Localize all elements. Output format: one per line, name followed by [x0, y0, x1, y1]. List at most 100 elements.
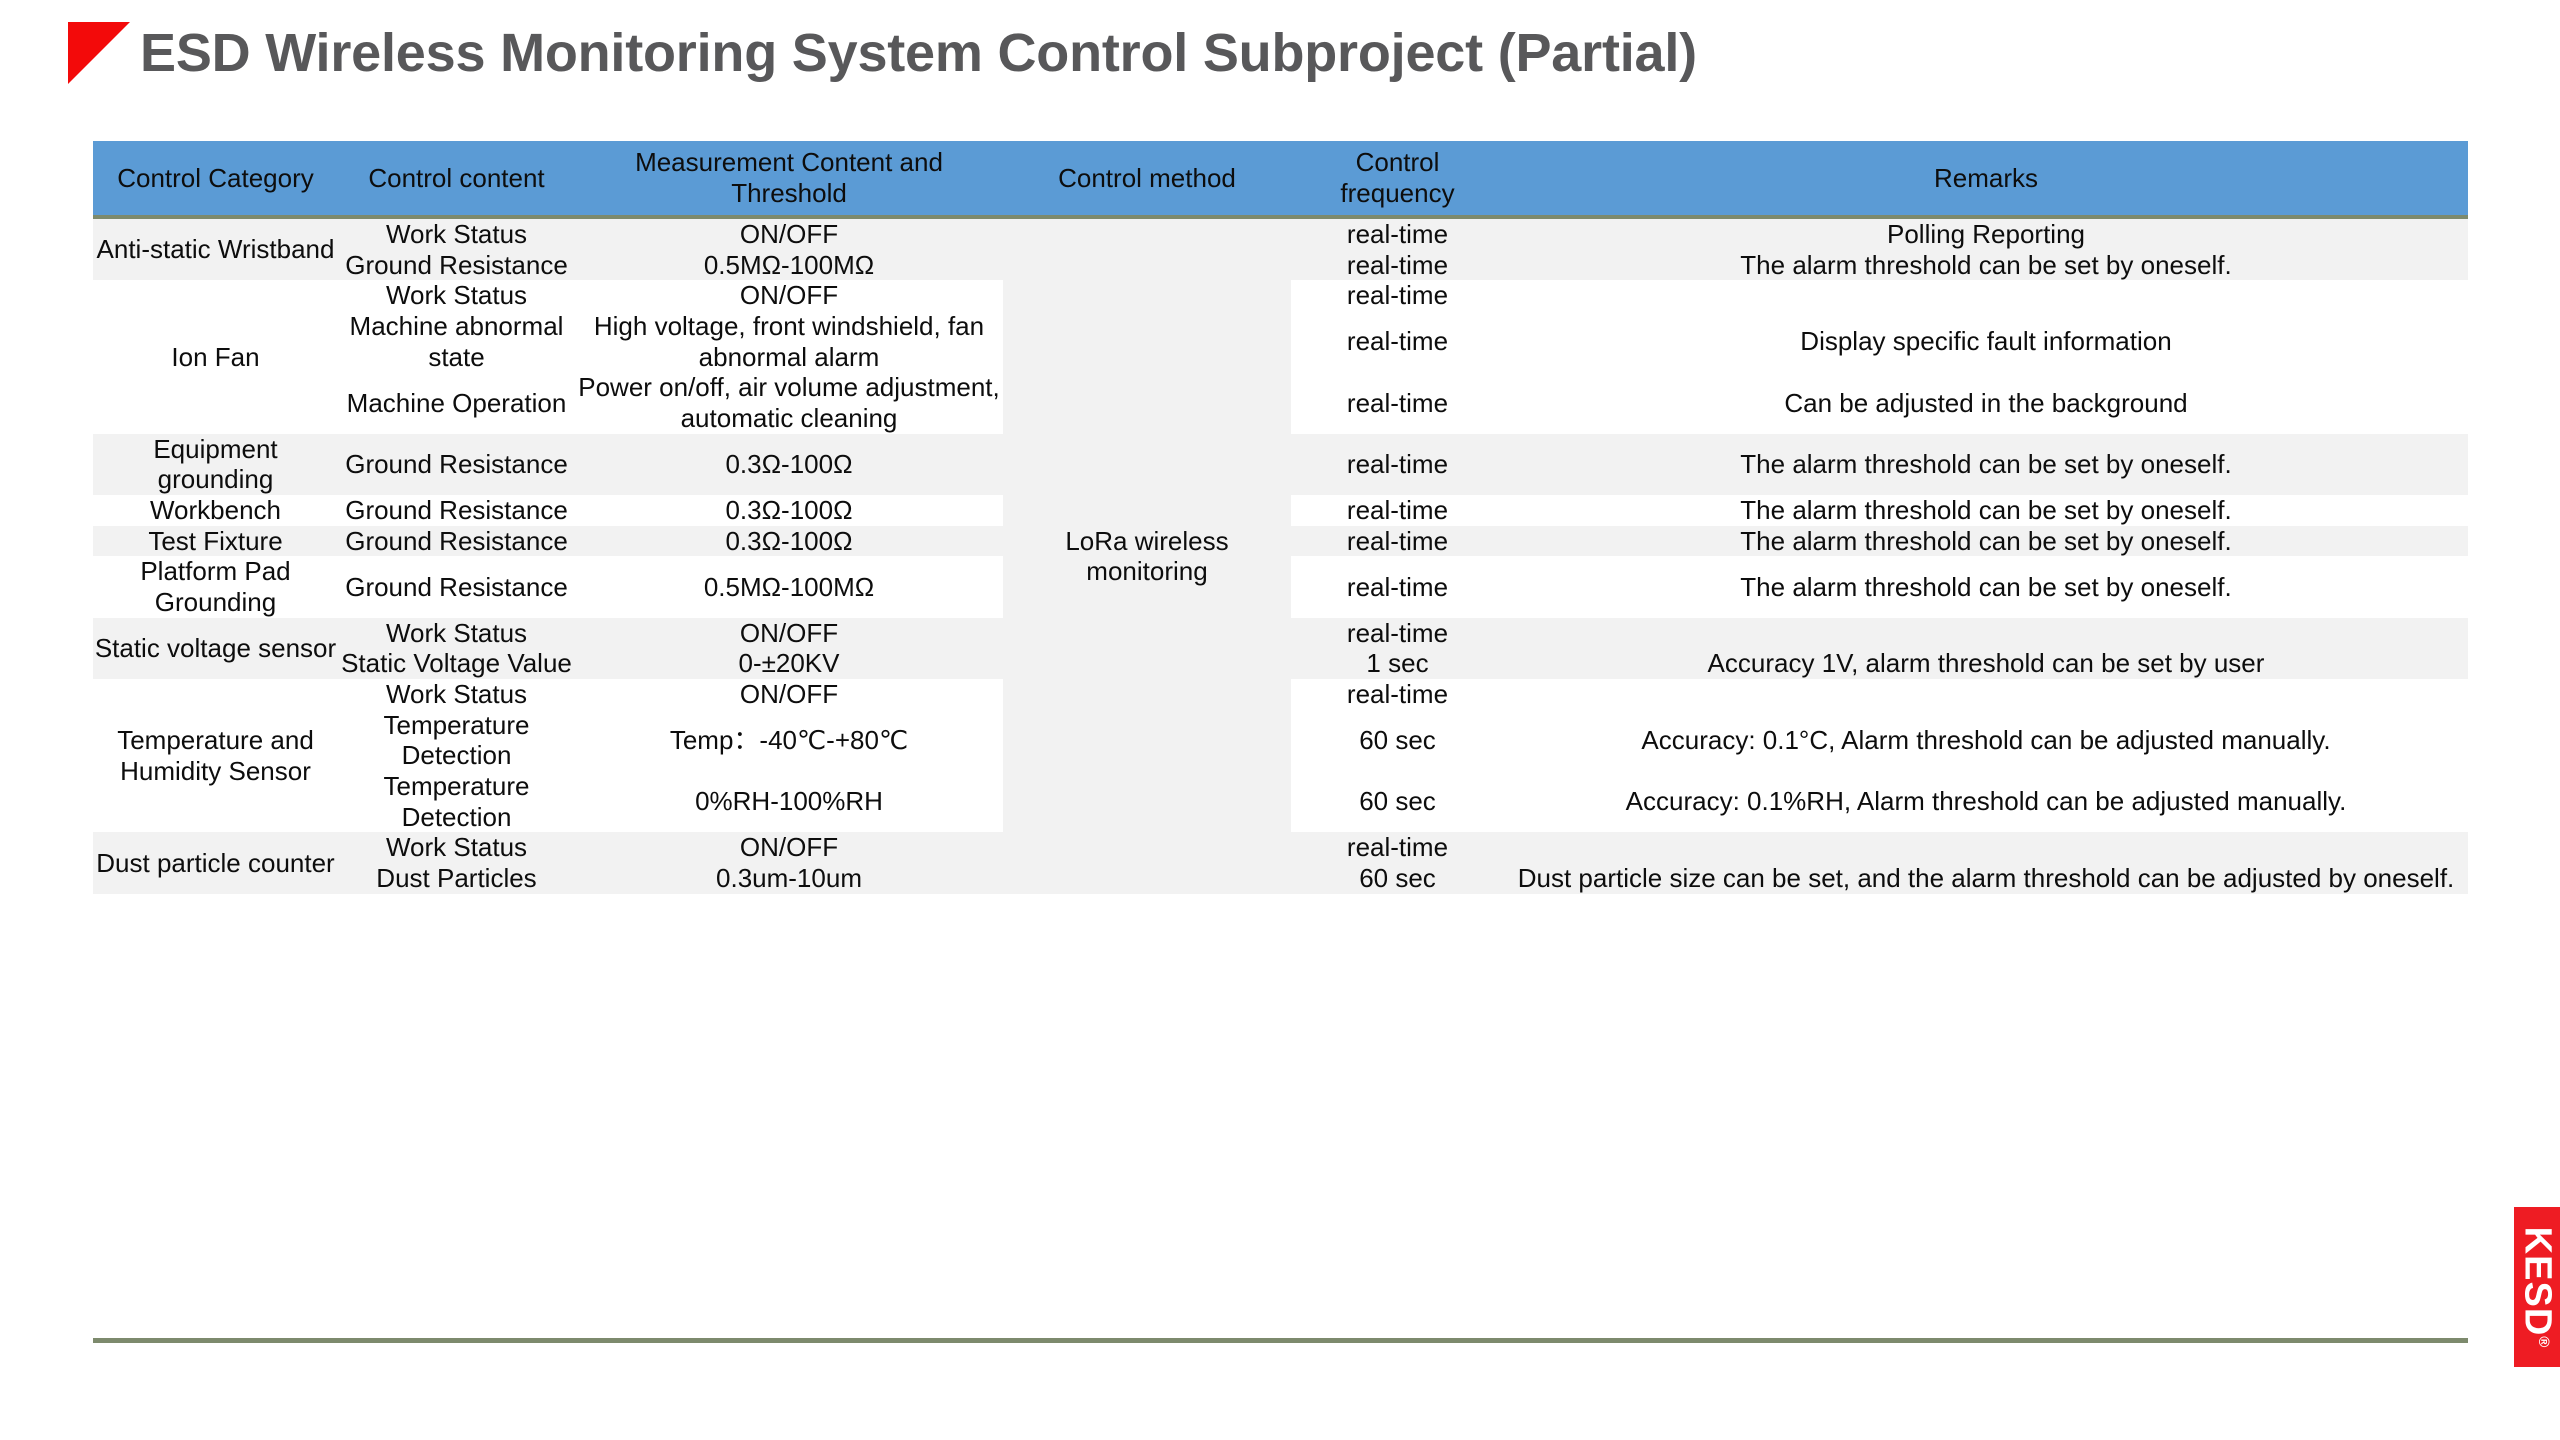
cell-control-frequency: real-time [1291, 832, 1504, 864]
cell-remarks: Display specific fault information [1504, 311, 2468, 373]
cell-remarks [1504, 832, 2468, 864]
cell-control-category: Anti-static Wristband [93, 217, 338, 281]
cell-remarks: The alarm threshold can be set by onesel… [1504, 495, 2468, 526]
cell-measurement-threshold: 0.5MΩ-100MΩ [575, 556, 1003, 618]
cell-measurement-threshold: 0.3Ω-100Ω [575, 495, 1003, 526]
table-header-row: Control Category Control content Measure… [93, 141, 2468, 219]
cell-remarks: Polling Reporting [1504, 217, 2468, 250]
cell-control-frequency: real-time [1291, 249, 1504, 281]
table: Control Category Control content Measure… [93, 141, 2468, 894]
cell-remarks [1504, 679, 2468, 710]
cell-measurement-threshold: 0.3um-10um [575, 863, 1003, 894]
cell-control-frequency: real-time [1291, 617, 1504, 649]
cell-measurement-threshold: 0.5MΩ-100MΩ [575, 249, 1003, 281]
cell-remarks: The alarm threshold can be set by onesel… [1504, 556, 2468, 618]
cell-remarks: Can be adjusted in the background [1504, 372, 2468, 434]
cell-control-content: Ground Resistance [338, 495, 575, 526]
column-header-control-category: Control Category [93, 141, 338, 219]
kesd-logo-badge: KESD® [2514, 1207, 2560, 1367]
cell-control-category: Platform Pad Grounding [93, 556, 338, 618]
cell-remarks [1504, 280, 2468, 312]
cell-control-frequency: real-time [1291, 525, 1504, 557]
column-header-measurement-content-threshold: Measurement Content and Threshold [575, 141, 1003, 219]
cell-control-frequency: real-time [1291, 556, 1504, 618]
cell-remarks: Accuracy: 0.1%RH, Alarm threshold can be… [1504, 771, 2468, 833]
cell-control-frequency: real-time [1291, 280, 1504, 312]
column-header-control-content: Control content [338, 141, 575, 219]
cell-measurement-threshold: Power on/off, air volume adjustment, aut… [575, 372, 1003, 434]
cell-control-frequency: real-time [1291, 495, 1504, 526]
cell-control-frequency: real-time [1291, 679, 1504, 710]
cell-measurement-threshold: High voltage, front windshield, fan abno… [575, 311, 1003, 373]
cell-control-frequency: 60 sec [1291, 709, 1504, 772]
cell-control-content: Ground Resistance [338, 249, 575, 281]
cell-remarks [1504, 617, 2468, 649]
cell-control-content: Work Status [338, 679, 575, 710]
cell-control-content: Work Status [338, 280, 575, 312]
cell-control-frequency: real-time [1291, 372, 1504, 434]
cell-control-content: Ground Resistance [338, 433, 575, 496]
cell-control-content: Work Status [338, 217, 575, 250]
cell-control-content: Static Voltage Value [338, 648, 575, 680]
cell-measurement-threshold: ON/OFF [575, 280, 1003, 312]
cell-remarks: Accuracy 1V, alarm threshold can be set … [1504, 648, 2468, 680]
control-subproject-table: Control Category Control content Measure… [93, 141, 2468, 894]
registered-mark-icon: ® [2535, 1335, 2553, 1348]
cell-control-category: Test Fixture [93, 525, 338, 557]
cell-measurement-threshold: 0-±20KV [575, 648, 1003, 680]
cell-control-content: Machine Operation [338, 372, 575, 434]
cell-control-content: Temperature Detection [338, 709, 575, 772]
cell-control-method: LoRa wireless monitoring [1003, 217, 1291, 894]
page-title: ESD Wireless Monitoring System Control S… [68, 22, 1697, 84]
cell-control-content: Machine abnormal state [338, 311, 575, 373]
page-title-text: ESD Wireless Monitoring System Control S… [140, 23, 1697, 83]
cell-control-content: Work Status [338, 832, 575, 864]
cell-control-category: Dust particle counter [93, 832, 338, 894]
kesd-logo-text: KESD® [2516, 1226, 2559, 1348]
cell-measurement-threshold: ON/OFF [575, 617, 1003, 649]
cell-control-content: Temperature Detection [338, 771, 575, 833]
cell-measurement-threshold: ON/OFF [575, 217, 1003, 250]
cell-control-category: Workbench [93, 495, 338, 526]
table-bottom-rule [93, 1338, 2468, 1343]
red-triangle-icon [68, 22, 130, 84]
cell-control-frequency: real-time [1291, 311, 1504, 373]
cell-measurement-threshold: 0.3Ω-100Ω [575, 525, 1003, 557]
cell-remarks: Dust particle size can be set, and the a… [1504, 863, 2468, 894]
cell-remarks: The alarm threshold can be set by onesel… [1504, 525, 2468, 557]
column-header-control-method: Control method [1003, 141, 1291, 219]
cell-remarks: The alarm threshold can be set by onesel… [1504, 433, 2468, 496]
cell-control-content: Work Status [338, 617, 575, 649]
cell-control-frequency: real-time [1291, 217, 1504, 250]
cell-remarks: Accuracy: 0.1°C, Alarm threshold can be … [1504, 709, 2468, 772]
cell-control-content: Ground Resistance [338, 556, 575, 618]
cell-control-frequency: 1 sec [1291, 648, 1504, 680]
cell-control-content: Ground Resistance [338, 525, 575, 557]
cell-control-frequency: real-time [1291, 433, 1504, 496]
column-header-remarks: Remarks [1504, 141, 2468, 219]
cell-control-category: Ion Fan [93, 280, 338, 434]
cell-measurement-threshold: Temp：-40℃-+80℃ [575, 709, 1003, 772]
cell-control-category: Static voltage sensor [93, 617, 338, 680]
cell-control-category: Temperature and Humidity Sensor [93, 679, 338, 833]
cell-remarks: The alarm threshold can be set by onesel… [1504, 249, 2468, 281]
kesd-wordmark: KESD [2516, 1226, 2559, 1336]
cell-measurement-threshold: ON/OFF [575, 832, 1003, 864]
cell-measurement-threshold: 0.3Ω-100Ω [575, 433, 1003, 496]
column-header-control-frequency: Control frequency [1291, 141, 1504, 219]
